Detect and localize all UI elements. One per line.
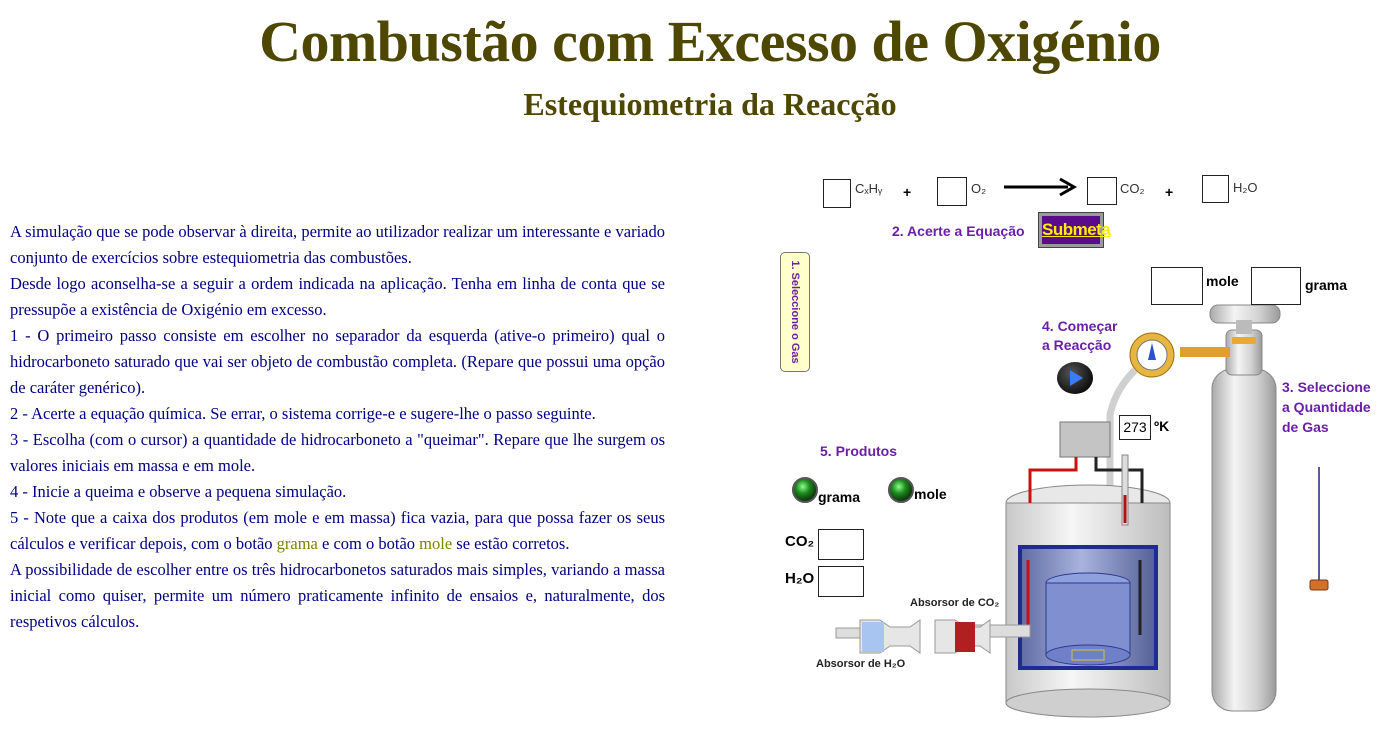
step3-label: 3. Seleccione a Quantidade de Gas — [1282, 377, 1371, 437]
reaction-arrow-icon — [1004, 177, 1078, 197]
h2o-absorber-label: Absorsor de H₂O — [816, 658, 906, 670]
description-paragraph: 4 - Inicie a queima e observe a pequena … — [10, 482, 347, 501]
step4-label-line: 4. Começar — [1042, 318, 1118, 334]
plus-sign: + — [903, 184, 912, 200]
description-paragraph: 5 - Note que a caixa dos produtos (em mo… — [10, 505, 665, 557]
initial-mole-label: mole — [1206, 273, 1239, 289]
description-paragraph: 2 - Acerte a equação química. Se errar, … — [10, 404, 596, 423]
water-formula: H₂O — [1233, 180, 1258, 195]
page-title: Combustão com Excesso de Oxigénio — [259, 9, 1161, 74]
water-coefficient-input[interactable] — [1202, 175, 1229, 203]
description-paragraph: A simulação que se pode observar à direi… — [10, 222, 665, 267]
initial-mole-field — [1151, 267, 1203, 305]
product-co2-field — [818, 529, 864, 560]
initial-grama-label: grama — [1305, 277, 1348, 293]
product-h2o-label: H₂O — [785, 570, 815, 587]
oxygen-formula: O₂ — [971, 181, 987, 196]
grama-button-label: grama — [818, 489, 861, 505]
submit-button-label: Submeta — [1042, 216, 1111, 244]
product-h2o-field — [818, 566, 864, 597]
oxygen-coefficient-input[interactable] — [937, 177, 967, 206]
initial-grama-field — [1251, 267, 1301, 305]
step3-label-line: a Quantidade — [1282, 399, 1371, 415]
submit-button[interactable]: Submeta — [1038, 212, 1111, 248]
hydrocarbon-formula: CₓHᵧ — [855, 181, 883, 196]
step4-label: 4. Começar a Reacção — [1042, 317, 1117, 355]
grama-button[interactable] — [792, 477, 818, 503]
step3-label-line: de Gas — [1282, 419, 1329, 435]
step2-label: 2. Acerte a Equação — [892, 223, 1025, 239]
mole-mention: mole — [419, 534, 453, 553]
description-paragraph: Desde logo aconselha-se a seguir a ordem… — [10, 274, 665, 319]
plus-sign: + — [1165, 184, 1174, 200]
product-co2-label: CO₂ — [785, 533, 815, 550]
description-text: A simulação que se pode observar à direi… — [10, 219, 665, 635]
start-reaction-button[interactable] — [1057, 362, 1093, 394]
description-text-fragment: 5 - Note que a caixa dos produtos (em mo… — [10, 508, 665, 553]
co2-coefficient-input[interactable] — [1087, 177, 1117, 205]
description-text-fragment: e com o botão — [317, 534, 420, 553]
hydrocarbon-coefficient-input[interactable] — [823, 179, 851, 208]
step4-label-line: a Reacção — [1042, 337, 1112, 353]
step5-label: 5. Produtos — [820, 443, 898, 459]
temperature-unit: ºK — [1154, 418, 1170, 434]
temperature-value: 273 — [1123, 419, 1147, 435]
mole-button[interactable] — [888, 477, 914, 503]
temperature-display: 273 — [1119, 415, 1151, 440]
mole-button-label: mole — [914, 486, 947, 502]
quantity-slider[interactable] — [1308, 465, 1330, 593]
select-gas-tab[interactable]: 1. Seleccione o Gas — [780, 252, 810, 372]
apparatus-illustration — [835, 304, 1329, 718]
description-paragraph: 1 - O primeiro passo consiste em escolhe… — [10, 326, 665, 397]
co2-absorber-label: Absorsor de CO₂ — [910, 597, 1000, 609]
description-text-fragment: se estão corretos. — [452, 534, 570, 553]
co2-formula: CO₂ — [1120, 181, 1145, 196]
combustion-simulation: CₓHᵧ + O₂ CO₂ + H₂O 2. Acerte a Equação … — [770, 165, 1390, 725]
description-paragraph: 3 - Escolha (com o cursor) a quantidade … — [10, 430, 665, 475]
description-paragraph: A possibilidade de escolher entre os trê… — [10, 560, 665, 631]
page-subtitle: Estequiometria da Reacção — [523, 86, 897, 122]
step3-label-line: 3. Seleccione — [1282, 379, 1371, 395]
grama-mention: grama — [276, 534, 318, 553]
